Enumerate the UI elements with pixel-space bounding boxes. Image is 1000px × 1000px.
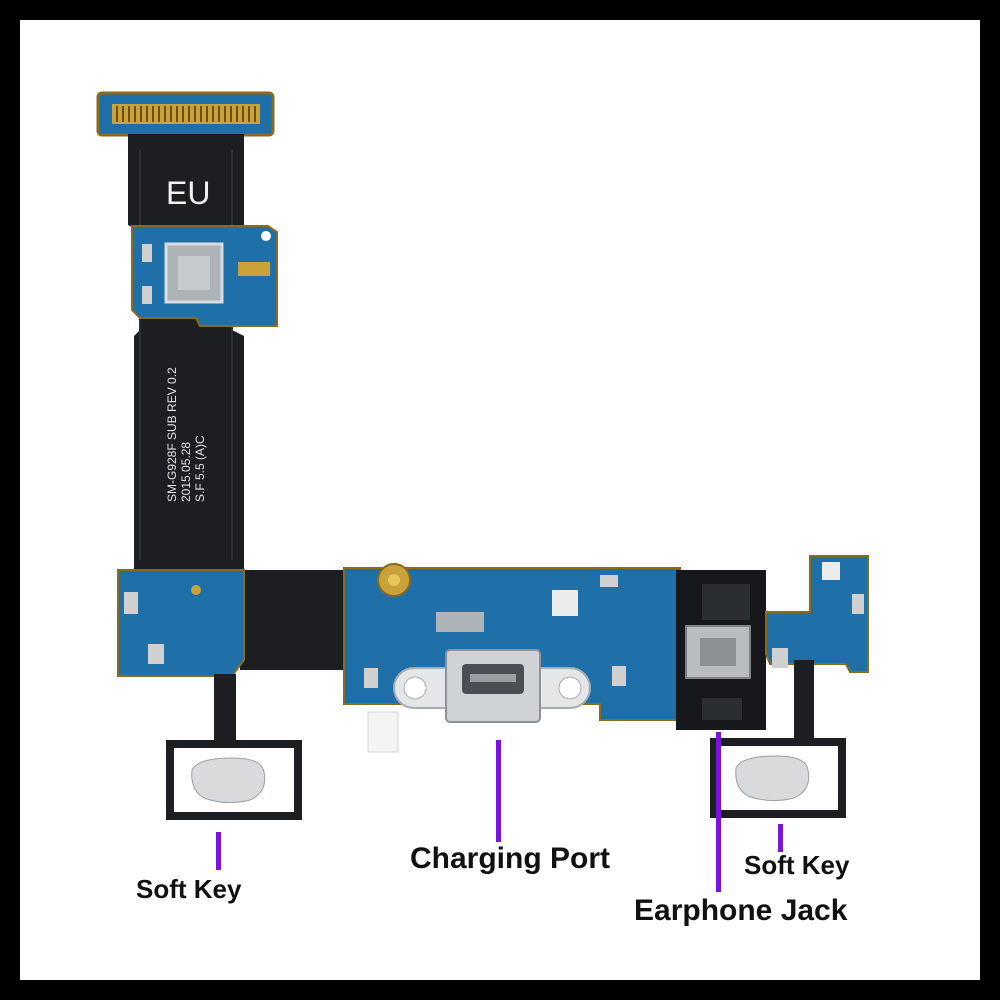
port-tab <box>367 711 399 753</box>
soft-key-pad-left <box>166 674 302 820</box>
pointer-soft-key-right <box>778 824 783 852</box>
callout-earphone-jack: Earphone Jack <box>634 894 848 927</box>
top-connector <box>96 91 275 137</box>
soft-key-pad-right <box>710 660 846 818</box>
flex-part-text: SM-G928F SUB REV 0.2 <box>165 367 179 502</box>
sensor-board <box>131 225 278 327</box>
flex-region-text: EU <box>166 175 210 211</box>
pointer-soft-key-left <box>216 832 221 870</box>
callout-soft-key-left: Soft Key <box>136 874 242 904</box>
charging-port-connector <box>393 649 591 723</box>
callout-charging-port: Charging Port <box>410 842 610 875</box>
flex-sf-text: S.F 5.5 (A)C <box>193 435 207 502</box>
pointer-charging-port <box>496 740 501 842</box>
left-board <box>117 569 245 677</box>
right-board <box>765 555 869 673</box>
flex-date-text: 2015.05.28 <box>179 442 193 502</box>
horizontal-flex-ribbon <box>240 570 348 670</box>
callout-soft-key-right: Soft Key <box>744 850 850 880</box>
pointer-earphone-jack <box>716 732 721 892</box>
earphone-jack-connector <box>676 570 766 730</box>
